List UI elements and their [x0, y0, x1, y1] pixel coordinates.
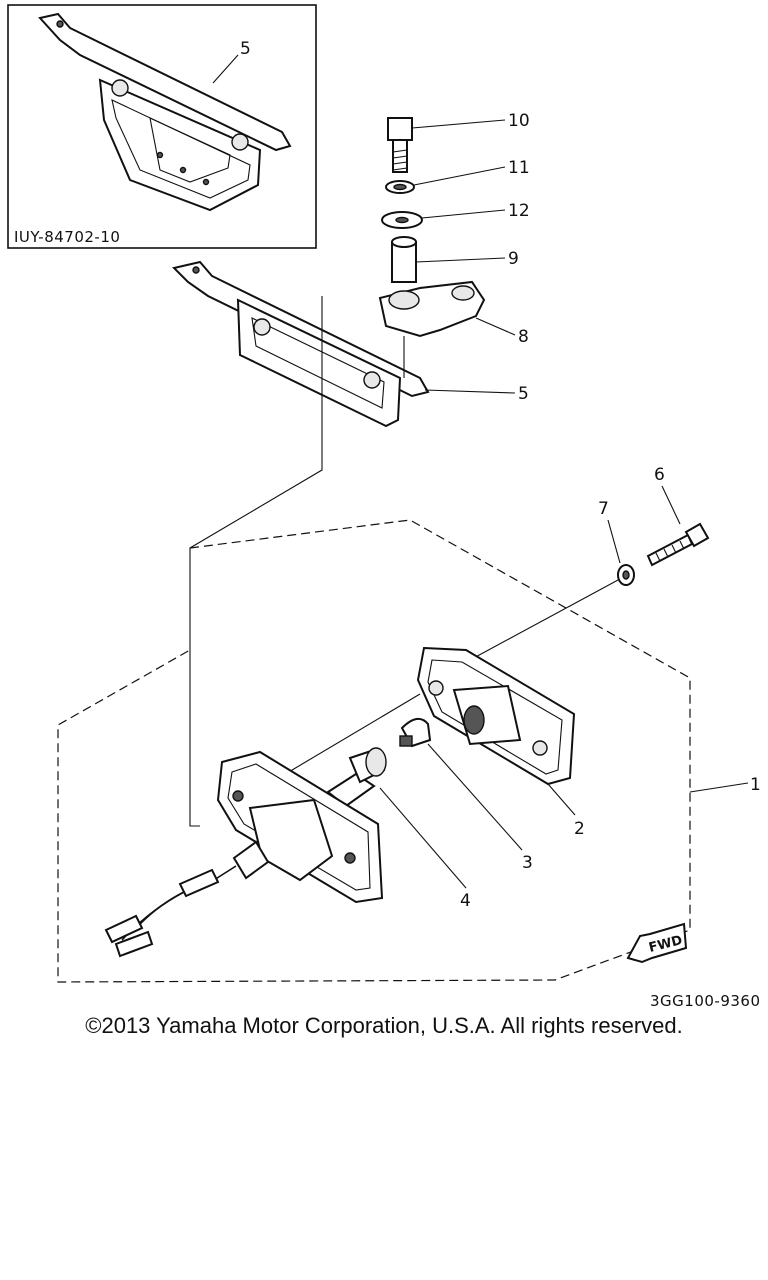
callout-6: 6	[654, 465, 665, 485]
callout-1: 1	[750, 775, 761, 795]
callout-10: 10	[508, 111, 530, 131]
socket-part-4	[281, 693, 421, 808]
callout-5-main: 5	[518, 384, 529, 404]
callout-11: 11	[508, 158, 530, 178]
leader-12	[421, 209, 506, 219]
screw-axis-line	[469, 579, 619, 661]
washer-part-7	[617, 564, 635, 586]
lamp-housing	[104, 750, 384, 958]
screw-part-6	[646, 522, 710, 567]
callout-12: 12	[508, 201, 530, 221]
stay-part-8	[378, 280, 486, 378]
lock-washer-part-11	[385, 180, 415, 194]
callout-8: 8	[518, 327, 529, 347]
leader-5-main	[424, 389, 516, 394]
callout-5-inset: 5	[240, 39, 251, 59]
callout-9: 9	[508, 249, 519, 269]
callout-4: 4	[460, 891, 471, 911]
leader-4	[379, 787, 467, 889]
copyright-notice: ©2013 Yamaha Motor Corporation, U.S.A. A…	[85, 1013, 683, 1038]
callout-2: 2	[574, 819, 585, 839]
leader-9	[415, 257, 506, 263]
leader-10	[411, 119, 506, 129]
lens-part-2	[416, 646, 576, 786]
leader-6	[661, 485, 681, 525]
inset-panel: 5 IUY-84702-10	[7, 4, 317, 249]
leader-2	[547, 783, 576, 816]
drawing-code: 3GG100-9360	[650, 992, 761, 1010]
inset-part-code: IUY-84702-10	[14, 228, 120, 246]
leader-11	[413, 166, 506, 186]
leader-1	[689, 782, 749, 793]
callout-7: 7	[598, 499, 609, 519]
parts-exploded-diagram: 5 IUY-84702-10 5 10 11 12 9	[7, 4, 761, 1010]
callout-3: 3	[522, 853, 533, 873]
collar-part-9	[391, 236, 417, 283]
inset-bracket	[38, 12, 292, 212]
leader-7	[607, 519, 621, 564]
forward-direction-arrow: FWD	[626, 922, 688, 964]
leader-3	[427, 743, 523, 851]
leader-8	[475, 317, 516, 336]
washer-part-12	[381, 211, 423, 229]
bracket-part-5	[172, 260, 430, 428]
bolt-part-10	[387, 117, 413, 173]
leader-5-inset	[212, 54, 239, 84]
bulb-part-3	[399, 717, 432, 748]
